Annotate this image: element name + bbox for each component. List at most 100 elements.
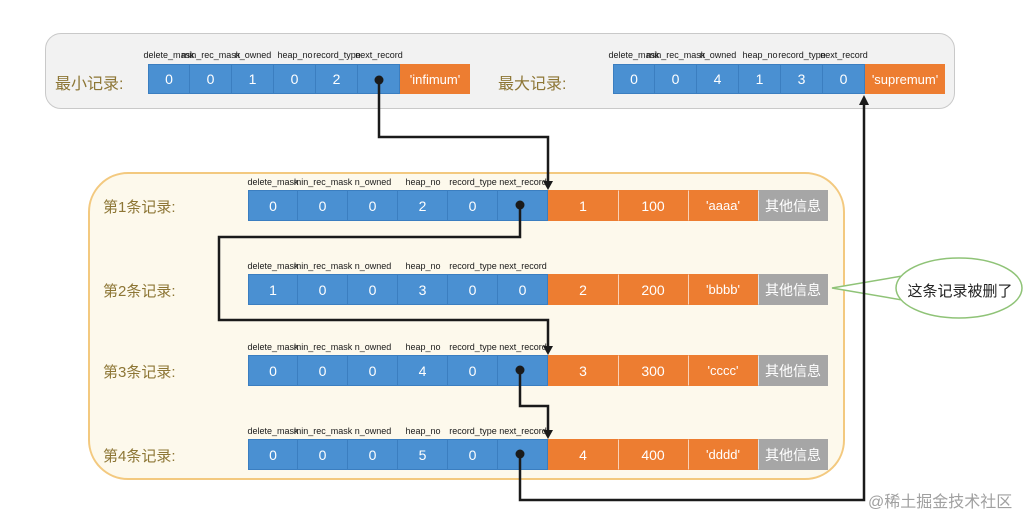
cell-min-rec-mask: 0 (190, 64, 232, 94)
cell-id: 1 (548, 190, 618, 221)
field-header-delete-mask: delete_mask (247, 342, 299, 352)
cell-min-rec-mask: 0 (298, 274, 348, 305)
field-header-heap-no: heap_no (405, 342, 441, 352)
cell-delete-mask: 1 (248, 274, 298, 305)
cell-delete-mask: 0 (148, 64, 190, 94)
field-header-min-rec-mask: min_rec_mask (646, 50, 706, 60)
cell-n-owned: 4 (697, 64, 739, 94)
cell-delete-mask: 0 (248, 190, 298, 221)
record-1-row: 0 0 0 2 0 1 100 'aaaa' 其他信息 (248, 190, 828, 221)
cell-delete-mask: 0 (248, 355, 298, 386)
cell-id: 4 (548, 439, 618, 470)
record-2-label: 第2条记录: (103, 283, 176, 300)
field-header-n-owned: n_owned (699, 50, 737, 60)
field-header-record-type: record_type (778, 50, 826, 60)
cell-id: 3 (548, 355, 618, 386)
field-header-min-rec-mask: min_rec_mask (293, 261, 353, 271)
cell-heap-no: 3 (398, 274, 448, 305)
cell-extra-info: 其他信息 (758, 355, 828, 386)
cell-n-owned: 0 (348, 274, 398, 305)
cell-next-record-pointer (498, 190, 548, 221)
cell-delete-mask: 0 (613, 64, 655, 94)
field-header-record-type: record_type (449, 177, 497, 187)
cell-next-record-pointer (498, 439, 548, 470)
field-header-delete-mask: delete_mask (247, 261, 299, 271)
field-header-n-owned: n_owned (354, 342, 392, 352)
record-1-label: 第1条记录: (103, 199, 176, 216)
cell-next-record: 0 (498, 274, 548, 305)
record-4-row: 0 0 0 5 0 4 400 'dddd' 其他信息 (248, 439, 828, 470)
field-header-heap-no: heap_no (405, 426, 441, 436)
cell-record-type: 0 (448, 190, 498, 221)
cell-col2: 400 (618, 439, 688, 470)
cell-n-owned: 0 (348, 190, 398, 221)
field-header-record-type: record_type (449, 261, 497, 271)
field-header-next-record: next_record (499, 261, 547, 271)
cell-extra-info: 其他信息 (758, 190, 828, 221)
min-record-row: 0 0 1 0 2 'infimum' (148, 64, 470, 94)
field-header-min-rec-mask: min_rec_mask (293, 177, 353, 187)
cell-record-type: 0 (448, 355, 498, 386)
cell-extra-info: 其他信息 (758, 439, 828, 470)
max-record-row: 0 0 4 1 3 0 'supremum' (613, 64, 945, 94)
field-header-n-owned: n_owned (354, 177, 392, 187)
cell-col2: 300 (618, 355, 688, 386)
cell-infimum: 'infimum' (400, 64, 470, 94)
cell-col3: 'dddd' (688, 439, 758, 470)
cell-min-rec-mask: 0 (298, 190, 348, 221)
cell-min-rec-mask: 0 (298, 355, 348, 386)
deleted-record-callout-text: 这条记录被删了 (907, 283, 1013, 300)
field-header-record-type: record_type (449, 426, 497, 436)
field-header-n-owned: n_owned (354, 261, 392, 271)
cell-id: 2 (548, 274, 618, 305)
cell-extra-info: 其他信息 (758, 274, 828, 305)
cell-col2: 100 (618, 190, 688, 221)
cell-record-type: 3 (781, 64, 823, 94)
record-3-row: 0 0 0 4 0 3 300 'cccc' 其他信息 (248, 355, 828, 386)
field-header-delete-mask: delete_mask (247, 177, 299, 187)
field-header-heap-no: heap_no (405, 177, 441, 187)
cell-n-owned: 0 (348, 355, 398, 386)
cell-next-record-pointer (498, 355, 548, 386)
cell-col3: 'bbbb' (688, 274, 758, 305)
cell-col2: 200 (618, 274, 688, 305)
field-header-heap-no: heap_no (405, 261, 441, 271)
field-header-next-record: next_record (355, 50, 403, 60)
cell-n-owned: 1 (232, 64, 274, 94)
field-header-record-type: record_type (313, 50, 361, 60)
cell-delete-mask: 0 (248, 439, 298, 470)
watermark: @稀土掘金技术社区 (868, 494, 1013, 511)
field-header-next-record: next_record (499, 426, 547, 436)
record-4-label: 第4条记录: (103, 448, 176, 465)
field-header-next-record: next_record (499, 342, 547, 352)
cell-next-record: 0 (823, 64, 865, 94)
cell-min-rec-mask: 0 (298, 439, 348, 470)
field-header-n-owned: n_owned (234, 50, 272, 60)
record-3-label: 第3条记录: (103, 364, 176, 381)
field-header-min-rec-mask: min_rec_mask (293, 342, 353, 352)
field-header-n-owned: n_owned (354, 426, 392, 436)
field-header-min-rec-mask: min_rec_mask (181, 50, 241, 60)
field-header-heap-no: heap_no (277, 50, 313, 60)
cell-heap-no: 4 (398, 355, 448, 386)
cell-min-rec-mask: 0 (655, 64, 697, 94)
field-header-min-rec-mask: min_rec_mask (293, 426, 353, 436)
cell-n-owned: 0 (348, 439, 398, 470)
cell-next-record-pointer (358, 64, 400, 94)
cell-col3: 'aaaa' (688, 190, 758, 221)
cell-record-type: 0 (448, 439, 498, 470)
max-record-label: 最大记录: (498, 76, 567, 93)
cell-heap-no: 2 (398, 190, 448, 221)
field-header-next-record: next_record (820, 50, 868, 60)
field-header-next-record: next_record (499, 177, 547, 187)
record-2-row: 1 0 0 3 0 0 2 200 'bbbb' 其他信息 (248, 274, 828, 305)
cell-heap-no: 0 (274, 64, 316, 94)
field-header-delete-mask: delete_mask (143, 50, 195, 60)
cell-record-type: 0 (448, 274, 498, 305)
field-header-record-type: record_type (449, 342, 497, 352)
field-header-delete-mask: delete_mask (608, 50, 660, 60)
cell-heap-no: 5 (398, 439, 448, 470)
cell-col3: 'cccc' (688, 355, 758, 386)
field-header-delete-mask: delete_mask (247, 426, 299, 436)
